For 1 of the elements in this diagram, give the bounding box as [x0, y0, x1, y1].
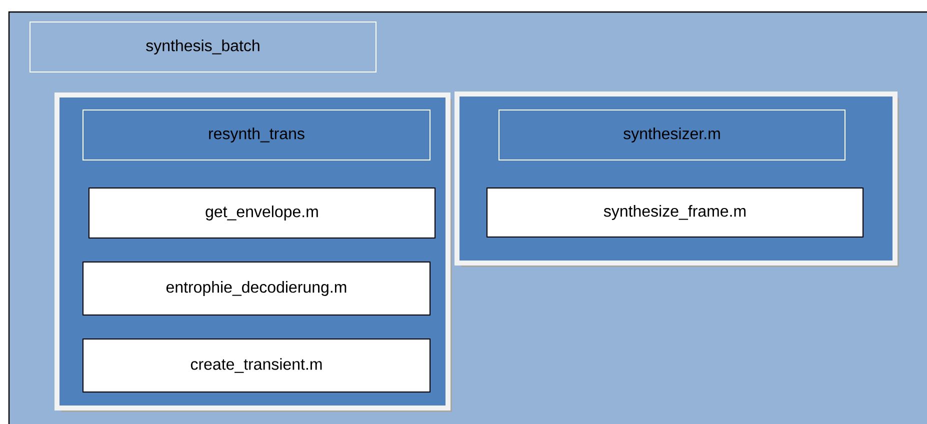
- heading-box: synthesis_batch: [30, 22, 376, 72]
